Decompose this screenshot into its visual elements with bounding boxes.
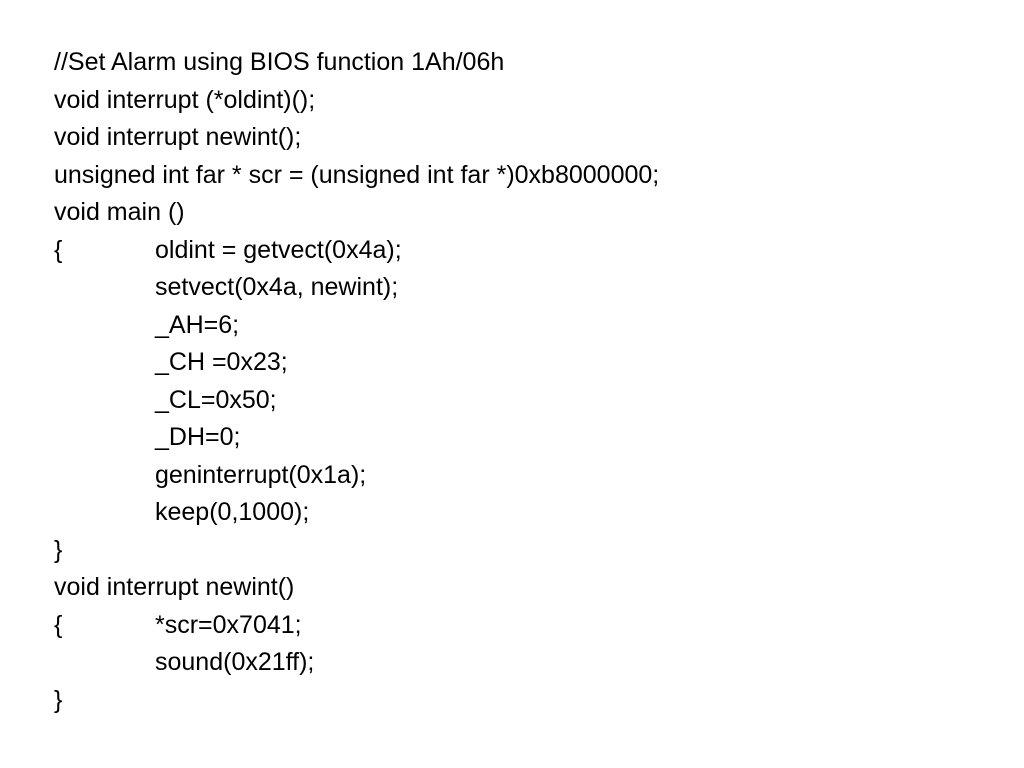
code-text: _AH=6; (155, 310, 240, 339)
code-line: _CL=0x50; (54, 382, 994, 420)
code-line: void interrupt (*oldint)(); (54, 82, 994, 120)
code-text: oldint = getvect(0x4a); (155, 235, 402, 264)
code-text: void interrupt (*oldint)(); (54, 85, 316, 114)
code-line: void interrupt newint(); (54, 119, 994, 157)
code-line: sound(0x21ff); (54, 644, 994, 682)
code-line: } (54, 682, 994, 720)
code-line: void main () (54, 194, 994, 232)
code-line: //Set Alarm using BIOS function 1Ah/06h (54, 44, 994, 82)
code-line: keep(0,1000); (54, 494, 994, 532)
code-line: _DH=0; (54, 419, 994, 457)
code-line: _CH =0x23; (54, 344, 994, 382)
code-line: { *scr=0x7041; (54, 607, 994, 645)
code-line: geninterrupt(0x1a); (54, 457, 994, 495)
code-brace: } (54, 685, 63, 714)
code-line: unsigned int far * scr = (unsigned int f… (54, 157, 994, 195)
code-line: _AH=6; (54, 307, 994, 345)
code-text: //Set Alarm using BIOS function 1Ah/06h (54, 48, 505, 76)
code-text: void interrupt newint() (54, 573, 295, 601)
code-brace: { (54, 610, 63, 639)
code-text: void main () (54, 198, 185, 226)
code-text: keep(0,1000); (155, 498, 310, 526)
code-text: sound(0x21ff); (155, 648, 315, 676)
code-text: _DH=0; (155, 423, 241, 451)
code-line: { oldint = getvect(0x4a); (54, 232, 994, 270)
code-listing: //Set Alarm using BIOS function 1Ah/06h … (54, 44, 994, 719)
code-text: unsigned int far * scr = (unsigned int f… (54, 160, 660, 189)
code-text: void interrupt newint(); (54, 123, 302, 151)
code-text: _CH =0x23; (155, 348, 288, 376)
code-line: } (54, 532, 994, 570)
code-line: void interrupt newint() (54, 569, 994, 607)
code-text: *scr=0x7041; (155, 610, 302, 639)
code-text: setvect(0x4a, newint); (155, 273, 399, 301)
code-line: setvect(0x4a, newint); (54, 269, 994, 307)
code-brace: { (54, 235, 63, 264)
code-brace: } (54, 535, 63, 564)
code-text: _CL=0x50; (155, 385, 277, 414)
code-text: geninterrupt(0x1a); (155, 460, 367, 489)
